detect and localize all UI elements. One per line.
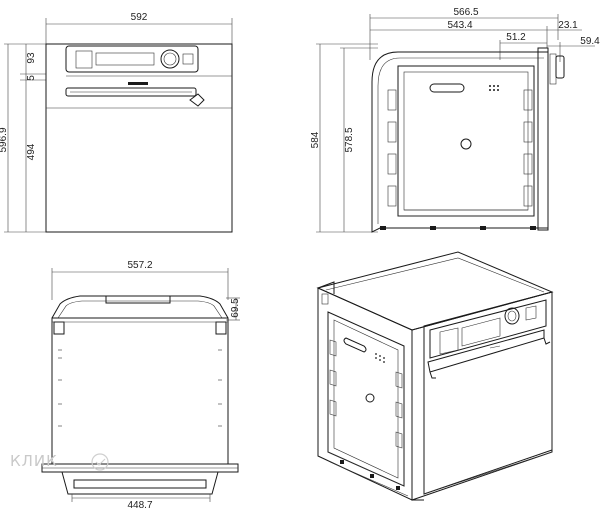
front-top-b-label: 93 (26, 52, 37, 64)
top-body-outline (51, 317, 229, 465)
front-height-total-label: 596.9 (0, 127, 9, 152)
rack-rails (387, 89, 533, 207)
door-handle (65, 87, 197, 97)
iso-door (423, 291, 553, 495)
iso-lamp-icon (343, 337, 367, 353)
side-ticks (58, 349, 222, 427)
iso-fan-icon (365, 393, 375, 403)
side-depth-total-label: 566.5 (453, 7, 478, 18)
watermark: КЛИК (10, 452, 58, 470)
control-knob-icon (160, 49, 180, 69)
top-width-label: 557.2 (127, 260, 152, 271)
front-view: 592 596.9 93 5 494 (0, 12, 233, 233)
side-height-body-label: 578.5 (344, 127, 355, 152)
iso-door-handle (427, 329, 545, 373)
front-width-label: 592 (131, 12, 148, 23)
control-panel (65, 45, 199, 73)
front-outline (45, 43, 233, 233)
oven-cavity (397, 65, 535, 217)
vent-grid-icon (489, 85, 499, 91)
front-height-body-label: 494 (26, 143, 37, 160)
side-depth-front-label: 23.1 (558, 20, 578, 31)
side-depth-door-label: 51.2 (506, 32, 526, 43)
iso-vent-icon (375, 353, 385, 363)
top-view: 557.2 69.5 4 (41, 260, 241, 511)
side-handle (555, 55, 565, 79)
front-top-a-label: 5 (26, 75, 37, 81)
fan-icon (460, 138, 472, 150)
isometric-view (316, 251, 554, 501)
top-bottom-width-label: 448.7 (127, 500, 152, 511)
side-height-total-label: 584 (310, 131, 321, 148)
side-view: 566.5 543.4 23.1 51.2 59.4 584 578.5 (310, 7, 600, 233)
iso-feet (340, 460, 400, 490)
side-door (537, 47, 549, 231)
lamp-icon (429, 83, 465, 93)
top-handle (51, 295, 229, 319)
iso-knob-icon (504, 307, 520, 325)
side-door-projection-label: 59.4 (580, 36, 600, 47)
top-handle-depth-label: 69.5 (230, 298, 241, 318)
side-depth-body-label: 543.4 (447, 20, 472, 31)
